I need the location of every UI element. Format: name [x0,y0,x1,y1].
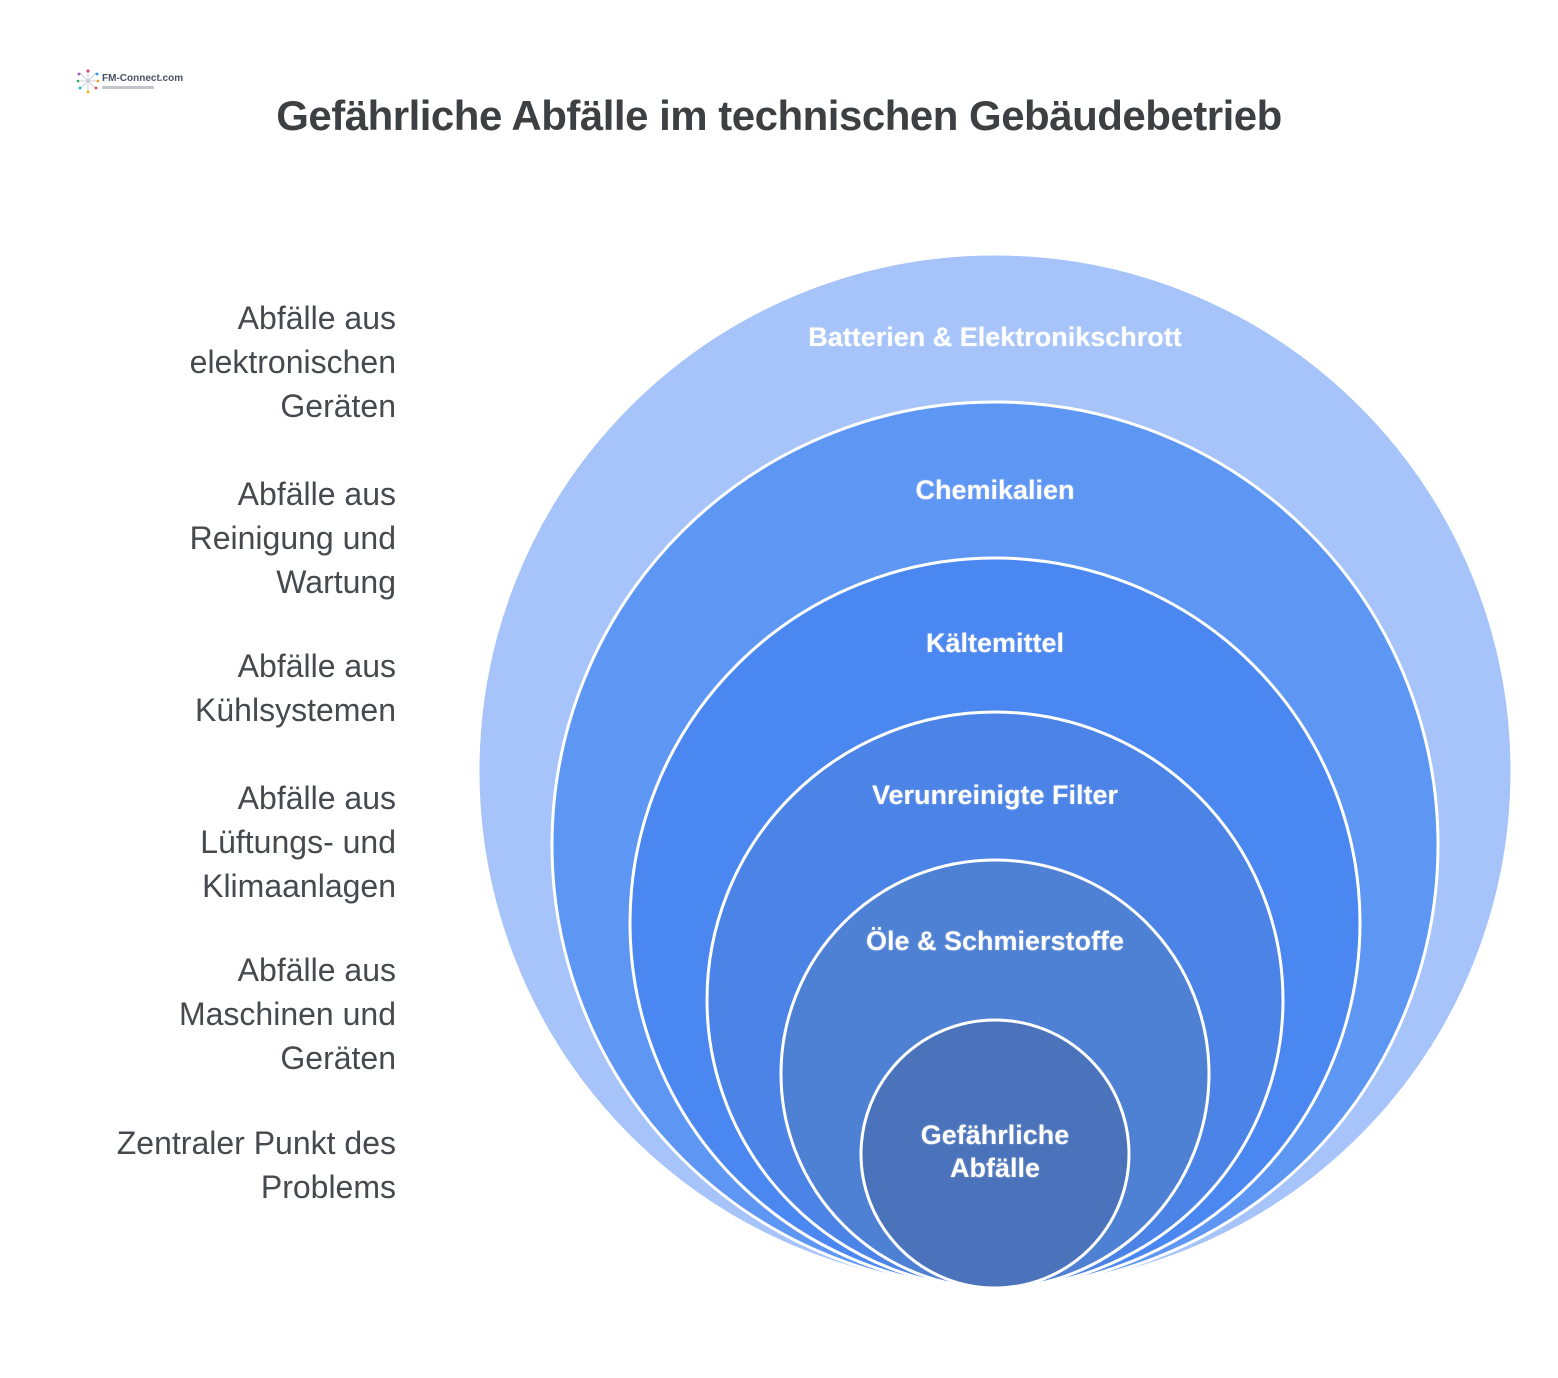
side-label-line: elektronischen [189,344,396,380]
side-label-line: Klimaanlagen [202,868,396,904]
side-label-line: Geräten [280,1040,396,1076]
side-label-line: Abfälle aus [237,952,396,988]
side-label-line: Zentraler Punkt des [116,1125,396,1161]
side-label-line: Kühlsystemen [195,692,396,728]
side-label-line: Abfälle aus [237,648,396,684]
logo-tagline-bar [102,86,154,89]
side-label-line: Problems [260,1169,396,1205]
ring-circle [859,1018,1131,1290]
logo: FM-Connect.com [76,68,183,94]
logo-text: FM-Connect.com [102,73,184,84]
side-label-line: Wartung [276,564,396,600]
side-label-line: Reinigung und [189,520,396,556]
side-label-line: Abfälle aus [237,300,396,336]
side-label-line: Maschinen und [178,996,396,1032]
side-label-line: Geräten [280,388,396,424]
side-label-line: Abfälle aus [237,476,396,512]
page-title: Gefährliche Abfälle im technischen Gebäu… [276,92,1282,139]
side-label-line: Abfälle aus [237,780,396,816]
side-label-line: Lüftungs- und [200,824,396,860]
logo-starburst-icon [76,69,100,94]
